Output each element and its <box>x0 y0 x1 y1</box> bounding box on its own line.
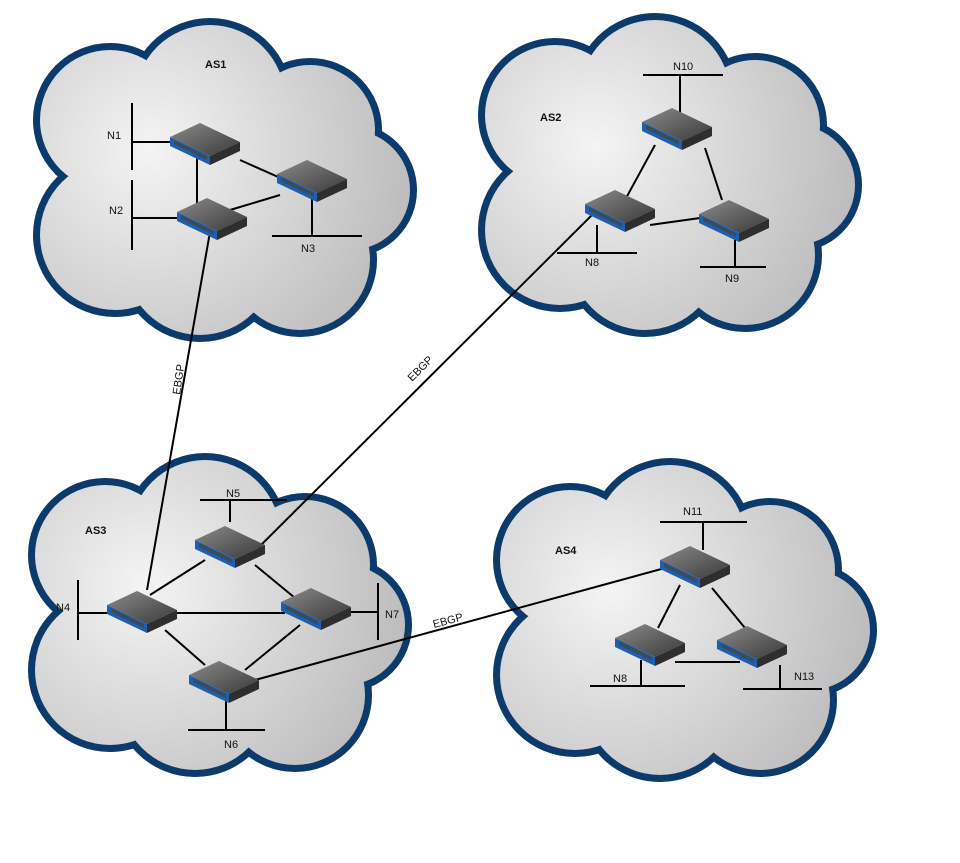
n13-label: N13 <box>794 671 814 683</box>
cloud-as2 <box>485 20 855 330</box>
ebgp-link-as1-as3 <box>146 231 211 591</box>
as2-label: AS2 <box>540 112 561 124</box>
n8-label: N8 <box>585 257 599 269</box>
n9-label: N9 <box>725 273 739 285</box>
as2-links <box>557 74 766 268</box>
n2-label: N2 <box>109 205 123 217</box>
as1-label: AS1 <box>205 59 226 71</box>
n10-label: N10 <box>673 61 693 73</box>
ebgp-label-as1-as3: EBGP <box>171 363 187 395</box>
as1-links <box>131 103 362 250</box>
n3-label: N3 <box>301 243 315 255</box>
as3-label: AS3 <box>85 525 106 537</box>
as4-links <box>590 521 822 690</box>
as4-label: AS4 <box>555 545 577 557</box>
n11-label: N11 <box>683 506 702 518</box>
ebgp-label-as2-as3: EBGP <box>406 354 436 384</box>
n6-label: N6 <box>224 739 238 751</box>
as3-links <box>77 499 379 731</box>
ebgp-link-as2-as3 <box>257 211 596 549</box>
ebgp-link-as3-as4 <box>254 567 666 681</box>
n4-label: N4 <box>56 602 70 614</box>
n7-label: N7 <box>385 609 399 621</box>
n5-label: N5 <box>226 488 240 500</box>
cloud-as1 <box>40 25 410 335</box>
n1-label: N1 <box>107 130 121 142</box>
n8-label: N8 <box>613 673 627 685</box>
